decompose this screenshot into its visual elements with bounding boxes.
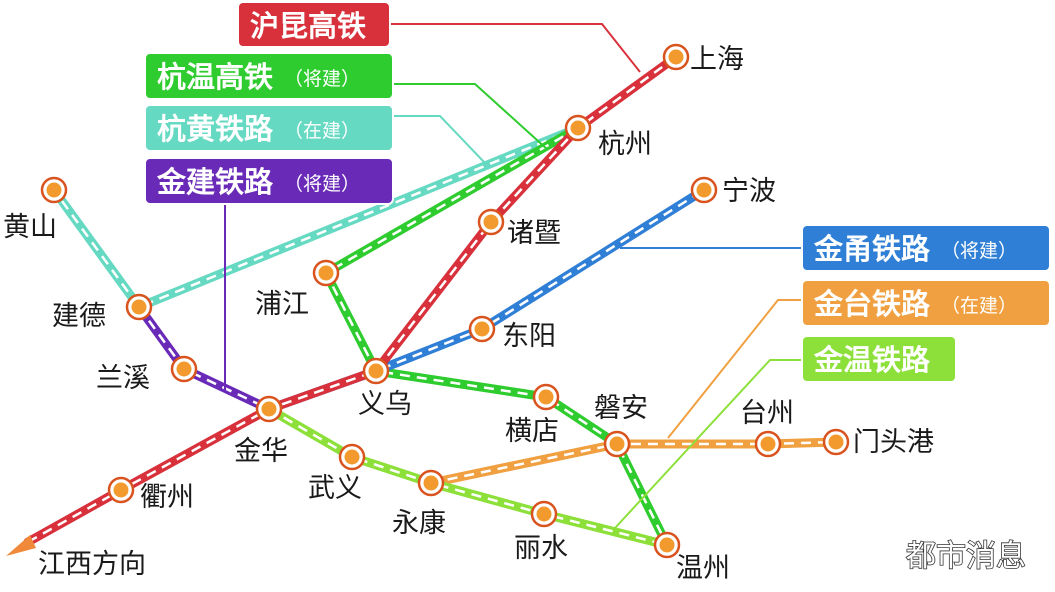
city-label-yiwu: 义乌 [358, 389, 412, 420]
jintai-line-dash [430, 440, 837, 485]
station-wuyi-dot [344, 449, 360, 465]
watermark-text: 都市消息 [906, 539, 1026, 574]
legend-hangwen-box [144, 52, 394, 100]
station-wenzhou-dot [659, 537, 675, 553]
legend-jintai-box [801, 279, 1051, 327]
city-label-yongkang: 永康 [392, 508, 446, 539]
city-label-zhuji: 诸暨 [507, 218, 561, 249]
station-panan-dot [609, 436, 625, 452]
city-label-jinhua: 金华 [234, 436, 288, 467]
station-yiwu-dot [368, 363, 384, 379]
jintai-leader-line [667, 299, 802, 439]
legend-hanghuang-box [144, 104, 394, 152]
station-quzhou-dot [113, 482, 129, 498]
station-ningbo-dot [696, 182, 712, 198]
legend-jinyong-status: （将建） [941, 240, 1017, 262]
jinjian-line-body [134, 302, 274, 414]
city-label-lanxi: 兰溪 [96, 363, 150, 394]
station-mentougang-dot [828, 434, 844, 450]
city-label-hangzhou: 杭州 [598, 129, 652, 160]
city-label-pujiang: 浦江 [255, 289, 309, 320]
station-taizhou-dot [760, 436, 776, 452]
legend-jinjian-status: （将建） [284, 173, 360, 195]
city-label-taizhou: 台州 [740, 398, 794, 429]
city-label-quzhou: 衢州 [140, 482, 194, 513]
legend-jintai-status: （在建） [941, 295, 1017, 317]
legend-hangwen-name: 杭温高铁 [157, 60, 273, 94]
jinjian-line-dash [137, 306, 270, 411]
station-hangzhou-dot [570, 120, 586, 136]
hanghuang-leader-line [393, 115, 485, 163]
jinjian-line [134, 302, 274, 414]
city-label-wuyi: 武义 [308, 473, 362, 504]
city-label-wenzhou: 温州 [676, 553, 730, 584]
city-label-jiande: 建德 [52, 301, 106, 332]
legend-jinjian-box [144, 157, 394, 205]
legend-jinjian-name: 金建铁路 [156, 165, 274, 199]
stations [40, 43, 850, 559]
hangwen-leader-line [393, 83, 549, 151]
station-dongyang-dot [474, 321, 490, 337]
station-zhuji-dot [483, 214, 499, 230]
legend-jinyong-box [801, 224, 1051, 272]
station-jiande-dot [131, 299, 147, 315]
legend-jintai-name: 金台铁路 [813, 287, 931, 321]
legend-jinwen-box [801, 335, 957, 383]
legend-hanghuang-status: （在建） [284, 120, 360, 142]
legend-hanghuang: 杭黄铁路 （在建） [144, 104, 394, 152]
city-label-ningbo: 宁波 [722, 176, 776, 207]
legend-jinyong: 金甬铁路 （将建） [801, 224, 1051, 272]
city-label-lishui: 丽水 [514, 533, 568, 564]
legend-leaders [224, 23, 802, 529]
city-label-huangshan: 黄山 [3, 212, 57, 243]
city-labels: 上海 杭州 宁波 黄山 诸暨 浦江 建德 东阳 兰溪 义乌 金华 横店 磐安 台… [3, 44, 934, 584]
legend-hangwen-status: （将建） [284, 68, 360, 90]
legend-hukun: 沪昆高铁 [237, 1, 391, 48]
jiangxi-direction-arrow [6, 535, 36, 556]
legend-hangwen: 杭温高铁 （将建） [144, 52, 394, 100]
hangwen-line [321, 123, 672, 550]
legend-hukun-name: 沪昆高铁 [250, 9, 366, 43]
city-label-dongyang: 东阳 [502, 321, 556, 352]
legend-hukun-box [237, 1, 391, 48]
jinwen-leader-line [614, 359, 802, 529]
hukun-leader-line [390, 23, 641, 73]
city-label-panan: 磐安 [594, 393, 648, 424]
city-label-hengdian: 横店 [505, 416, 559, 447]
station-lishui-dot [536, 506, 552, 522]
legend-jinwen: 金温铁路 [801, 335, 957, 383]
legend-jinyong-name: 金甬铁路 [813, 232, 931, 266]
station-pujiang-dot [318, 265, 334, 281]
legend-jintai: 金台铁路 （在建） [801, 279, 1051, 327]
city-label-shanghai: 上海 [690, 44, 744, 75]
station-hengdian-dot [538, 389, 554, 405]
station-jinhua-dot [261, 401, 277, 417]
station-shanghai-dot [668, 49, 684, 65]
station-lanxi-dot [176, 361, 192, 377]
station-huangshan-dot [46, 182, 62, 198]
city-label-mentougang: 门头港 [853, 427, 934, 458]
legend-hanghuang-name: 杭黄铁路 [157, 112, 274, 146]
legend-jinwen-name: 金温铁路 [813, 343, 931, 377]
hanghuang-line-dash [52, 126, 579, 309]
city-label-jiangxi-direction: 江西方向 [38, 549, 146, 580]
hangwen-line-dash [324, 126, 669, 546]
legend-jinjian: 金建铁路 （将建） [144, 157, 394, 205]
station-yongkang-dot [423, 475, 439, 491]
